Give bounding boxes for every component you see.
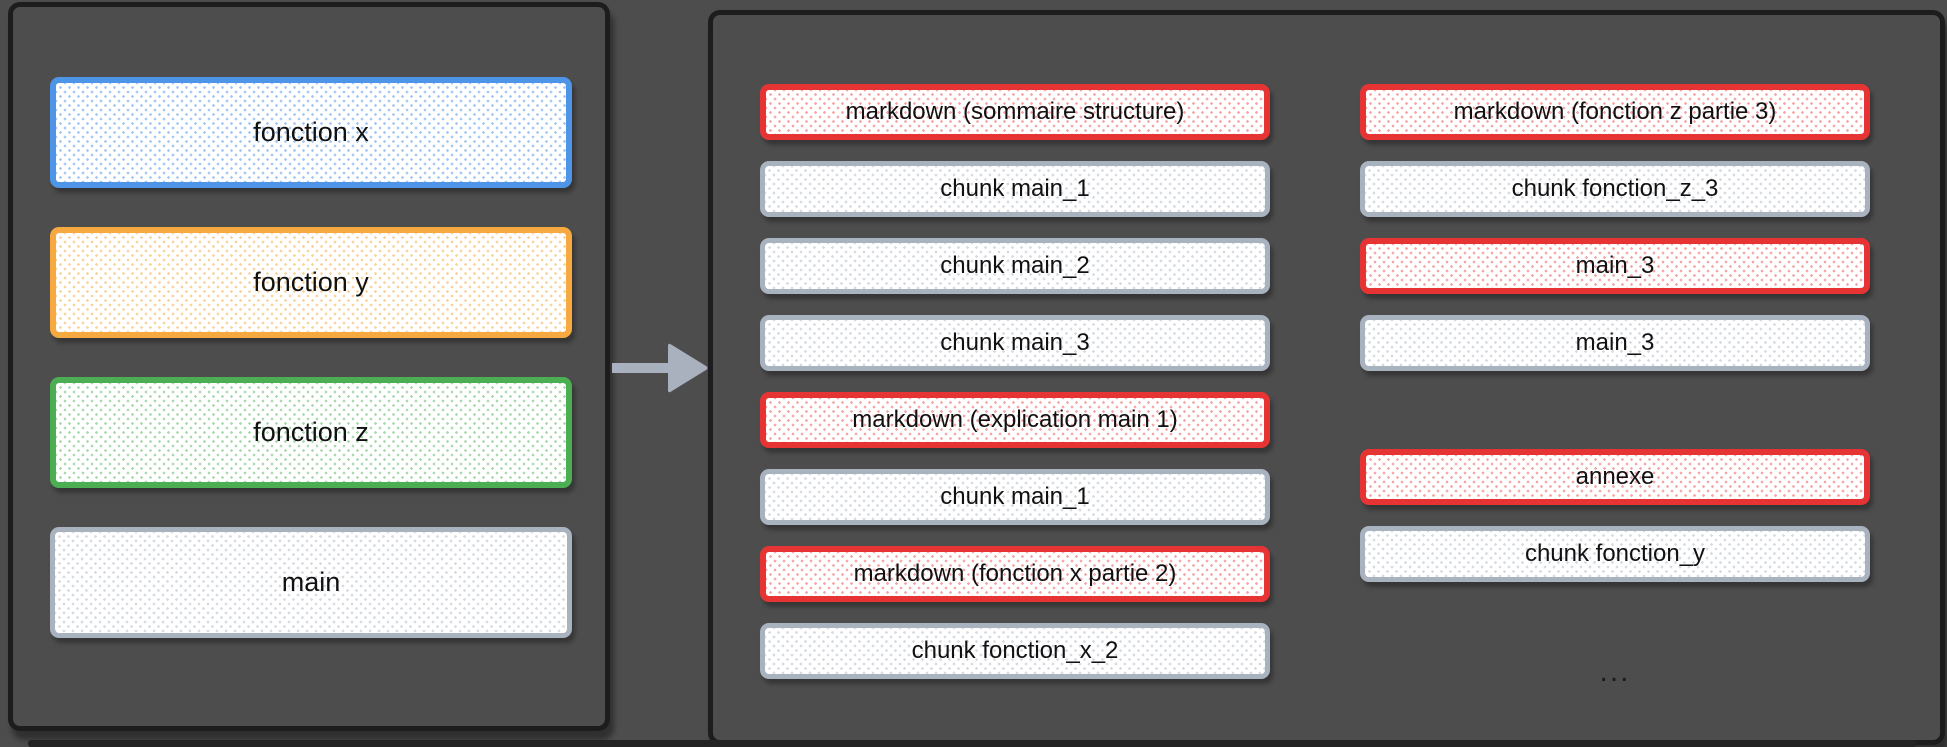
node-chunk-main-1: chunk main_1	[760, 161, 1270, 217]
node-main-3-red: main_3	[1360, 238, 1870, 294]
node-chunk-main-1-repeat: chunk main_1	[760, 469, 1270, 525]
node-main: main	[50, 527, 572, 638]
node-chunk-main-3: chunk main_3	[760, 315, 1270, 371]
node-markdown-fonction-z-partie-3: markdown (fonction z partie 3)	[1360, 84, 1870, 140]
node-chunk-fonction-y: chunk fonction_y	[1360, 526, 1870, 582]
node-annexe: annexe	[1360, 449, 1870, 505]
flow-arrow-icon	[612, 343, 708, 393]
source-functions-stack: fonction x fonction y fonction z main	[50, 77, 572, 638]
node-chunk-fonction-x-2: chunk fonction_x_2	[760, 623, 1270, 679]
chunks-panel: markdown (sommaire structure) chunk main_…	[708, 10, 1945, 745]
source-functions-panel: fonction x fonction y fonction z main	[8, 2, 610, 731]
node-chunk-fonction-z-3: chunk fonction_z_3	[1360, 161, 1870, 217]
node-fonction-x: fonction x	[50, 77, 572, 188]
chunks-column-1: markdown (sommaire structure) chunk main_…	[760, 84, 1270, 679]
node-markdown-sommaire-structure: markdown (sommaire structure)	[760, 84, 1270, 140]
flow-arrow-shape	[612, 343, 708, 393]
chunks-column-2-top: markdown (fonction z partie 3) chunk fonc…	[1360, 84, 1870, 371]
node-markdown-fonction-x-partie-2: markdown (fonction x partie 2)	[760, 546, 1270, 602]
node-markdown-explication-main-1: markdown (explication main 1)	[760, 392, 1270, 448]
node-fonction-y: fonction y	[50, 227, 572, 338]
more-chunks-ellipsis: ...	[1599, 655, 1631, 688]
node-main-3-gray: main_3	[1360, 315, 1870, 371]
bottom-shadow-bar	[28, 740, 1916, 747]
node-fonction-z: fonction z	[50, 377, 572, 488]
chunks-column-2-bottom: annexe chunk fonction_y	[1360, 449, 1870, 582]
node-chunk-main-2: chunk main_2	[760, 238, 1270, 294]
